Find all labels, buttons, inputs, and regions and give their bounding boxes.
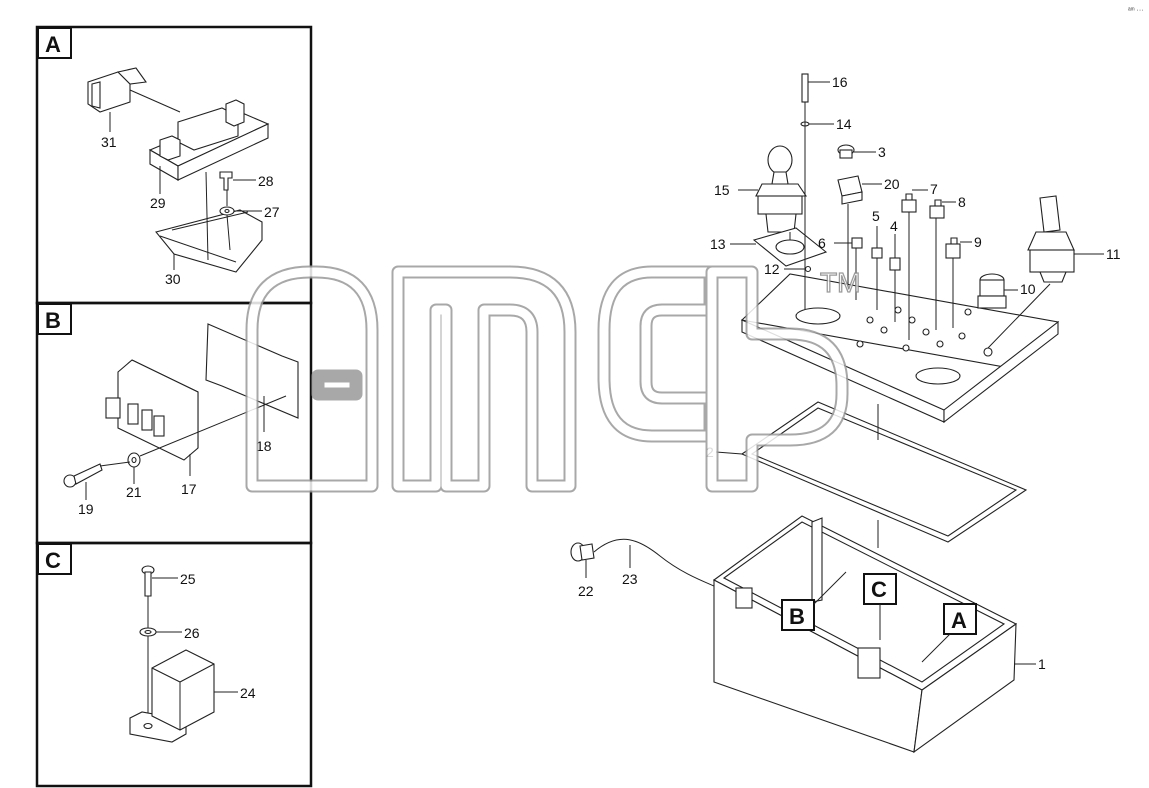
callout-box-a: A: [921, 603, 977, 663]
inset-a-letter: A: [45, 32, 61, 57]
callout-box-c: C: [863, 573, 897, 640]
watermark-trademark: TM: [820, 267, 860, 298]
callout-18: 18: [256, 438, 272, 454]
switch-block-20: [837, 175, 863, 205]
control-module-17: [105, 359, 199, 461]
callout-27: 27: [264, 204, 280, 220]
inset-panel-c: C 25 26 24: [35, 541, 313, 788]
enclosure-box-1: [712, 515, 1036, 754]
callout-9: 9: [974, 234, 982, 250]
washer-27: [219, 206, 235, 216]
callout-29: 29: [150, 195, 166, 211]
corner-mark: ᵃᵐ ···: [1128, 7, 1144, 14]
callout-19: 19: [78, 501, 94, 517]
callout-31: 31: [101, 134, 117, 150]
din-rail-30: [155, 209, 263, 273]
callout-14: 14: [836, 116, 852, 132]
callout-24: 24: [240, 685, 256, 701]
toggle-switch-9: [945, 237, 961, 259]
callout-25: 25: [180, 571, 196, 587]
washer-21: [127, 452, 141, 468]
indicator-4: [889, 257, 901, 271]
callout-13: 13: [710, 236, 726, 252]
screw-28: [219, 171, 233, 191]
callout-26: 26: [184, 625, 200, 641]
relay-24: [129, 649, 215, 743]
svg-text:B: B: [789, 604, 805, 629]
inset-c-letter: C: [45, 548, 61, 573]
svg-text:A: A: [951, 608, 967, 633]
callout-28: 28: [258, 173, 274, 189]
screw-25: [141, 565, 155, 597]
callout-8: 8: [958, 194, 966, 210]
callout-6: 6: [818, 235, 826, 251]
indicator-5: [871, 247, 883, 259]
callout-12: 12: [764, 261, 780, 277]
clip-6: [851, 237, 863, 249]
svg-text:C: C: [871, 577, 887, 602]
callout-box-b: B: [781, 571, 847, 631]
washer-26: [139, 627, 157, 637]
cable-23: [593, 538, 715, 587]
joystick-11: [1027, 195, 1075, 283]
callout-11: 11: [1106, 246, 1121, 262]
callout-5: 5: [872, 208, 880, 224]
watermark-logo: TM: [245, 265, 861, 493]
inset-panel-a: A: [35, 25, 313, 305]
callout-22: 22: [578, 583, 594, 599]
toggle-switch-7: [901, 193, 917, 213]
callout-10: 10: [1020, 281, 1036, 297]
inset-b-letter: B: [45, 308, 61, 333]
screw-19: [63, 463, 103, 488]
inset-panel-b: B 18 21 17 19: [35, 301, 313, 545]
rod-16: [801, 73, 809, 103]
callout-30: 30: [165, 271, 181, 287]
toggle-switch-8: [929, 199, 945, 219]
connector-block-31: [87, 67, 181, 113]
nut-12: [804, 265, 812, 273]
control-panel-plate: [740, 273, 1060, 424]
callout-1: 1: [1038, 656, 1046, 672]
callout-3: 3: [878, 144, 886, 160]
callout-21: 21: [126, 484, 142, 500]
callout-23: 23: [622, 571, 638, 587]
callout-7: 7: [930, 181, 938, 197]
cable-plug-22: [570, 542, 595, 562]
pushbutton-3: [837, 144, 855, 159]
relay-base-29: [148, 99, 270, 181]
callout-4: 4: [890, 218, 898, 234]
callout-17: 17: [181, 481, 197, 497]
emergency-button-10: [977, 273, 1007, 309]
callout-16: 16: [832, 74, 848, 90]
joystick-15: [755, 145, 808, 233]
callout-15: 15: [714, 182, 730, 198]
callout-20: 20: [884, 176, 900, 192]
